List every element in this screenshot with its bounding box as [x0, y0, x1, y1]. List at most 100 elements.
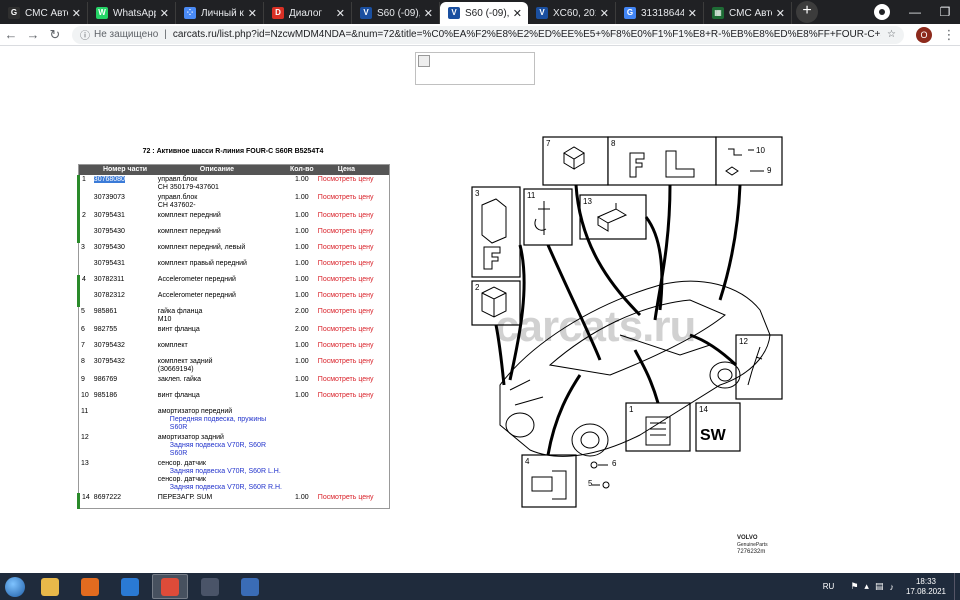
part-number[interactable]: 982755 [92, 325, 156, 341]
back-icon[interactable]: ← [4, 27, 18, 42]
part-number-text[interactable]: 982755 [93, 325, 118, 333]
arrow-up-icon[interactable]: ▴ [864, 581, 869, 591]
part-number-text[interactable]: 30795430 [93, 227, 125, 235]
network-icon[interactable]: ▤ [874, 581, 884, 591]
minimize-icon[interactable]: — [909, 5, 921, 19]
description-link[interactable]: S60R [169, 449, 188, 457]
tab-close-icon[interactable]: ✕ [335, 7, 345, 20]
url-text[interactable]: carcats.ru/list.php?id=NzcwMDM4NDA=&num=… [172, 29, 882, 40]
price-link[interactable]: Посмотреть цену [317, 211, 374, 219]
description-link[interactable]: S60R [169, 423, 188, 431]
part-number[interactable]: 30782311 [92, 275, 156, 291]
taskbar-app-media-player[interactable] [72, 574, 108, 599]
start-button[interactable] [0, 573, 30, 600]
part-number[interactable]: 30795432 [92, 341, 156, 357]
new-tab-button[interactable]: + [796, 1, 818, 23]
reload-icon[interactable]: ↻ [49, 26, 61, 42]
clock[interactable]: 18:33 17.08.2021 [906, 577, 946, 597]
taskbar-app-internet-explorer[interactable] [112, 574, 148, 599]
maximize-icon[interactable]: ❐ [939, 5, 951, 19]
bookmark-star-icon[interactable]: ☆ [887, 29, 896, 40]
price-link[interactable]: Посмотреть цену [317, 243, 374, 251]
tab-close-icon[interactable]: ✕ [599, 7, 609, 20]
part-number[interactable]: 30768080 [92, 175, 156, 193]
price-link[interactable]: Посмотреть цену [317, 275, 374, 283]
tab-close-icon[interactable]: ✕ [159, 7, 169, 20]
price-link[interactable]: Посмотреть цену [317, 357, 374, 365]
part-number[interactable]: 985861 [92, 307, 156, 325]
forward-icon[interactable]: → [26, 27, 40, 42]
price-link[interactable]: Посмотреть цену [317, 375, 374, 383]
price-link[interactable]: Посмотреть цену [317, 291, 374, 299]
tab-2[interactable]: ⁘Личный кабі✕ [176, 2, 264, 24]
part-number-text[interactable]: 30795432 [93, 357, 125, 365]
price-link[interactable]: Посмотреть цену [317, 341, 374, 349]
description-link[interactable]: Задняя подвеска V70R, S60R [169, 441, 267, 449]
part-number[interactable]: 986769 [92, 375, 156, 391]
taskbar-app-chrome[interactable] [152, 574, 188, 599]
part-number[interactable]: 30739073 [92, 193, 156, 211]
part-number[interactable] [92, 433, 156, 459]
price-link[interactable]: Посмотреть цену [317, 259, 374, 267]
tab-close-icon[interactable]: ✕ [687, 7, 697, 20]
part-number[interactable] [92, 407, 156, 433]
part-number[interactable] [92, 459, 156, 493]
taskbar-app-explorer[interactable] [32, 574, 68, 599]
price-link[interactable]: Посмотреть цену [317, 175, 374, 183]
part-number-text[interactable]: 30768080 [93, 175, 125, 183]
description-link[interactable]: Задняя подвеска V70R, S60R R.H. [169, 483, 282, 491]
taskbar-app-app-dark[interactable] [192, 574, 228, 599]
address-bar[interactable]: ⓘ Не защищено | carcats.ru/list.php?id=N… [72, 25, 904, 44]
part-number[interactable]: 30795430 [92, 227, 156, 243]
price-link[interactable]: Посмотреть цену [317, 193, 374, 201]
part-number-text[interactable]: 986769 [93, 375, 118, 383]
price-link[interactable]: Посмотреть цену [317, 227, 374, 235]
part-number-text[interactable]: 8697222 [93, 493, 122, 501]
info-icon[interactable]: ⓘ [80, 31, 90, 42]
part-number-text[interactable]: 30795431 [93, 259, 125, 267]
price-link[interactable] [316, 433, 390, 459]
part-number-text[interactable]: 30795430 [93, 243, 125, 251]
part-number[interactable]: 30795431 [92, 211, 156, 227]
tab-close-icon[interactable]: ✕ [247, 7, 257, 20]
tab-close-icon[interactable]: ✕ [512, 7, 522, 20]
part-number[interactable]: 985186 [92, 391, 156, 407]
description-link[interactable]: Передняя подвеска, пружины [169, 415, 267, 423]
part-number-text[interactable]: 30795431 [93, 211, 125, 219]
part-number-text[interactable]: 30782311 [93, 275, 125, 283]
price-link[interactable]: Посмотреть цену [317, 493, 374, 501]
part-number[interactable]: 30795431 [92, 259, 156, 275]
part-number-text[interactable]: 985186 [93, 391, 118, 399]
taskbar-app-app-scan[interactable] [232, 574, 268, 599]
show-desktop-button[interactable] [954, 573, 960, 600]
tab-close-icon[interactable]: ✕ [71, 7, 81, 20]
language-indicator[interactable]: RU [822, 582, 835, 591]
tab-8[interactable]: ▦СМС Авто | 8✕ [704, 2, 792, 24]
price-link[interactable]: Посмотреть цену [317, 325, 374, 333]
flag-icon[interactable]: ⚑ [850, 581, 859, 591]
menu-icon[interactable]: ⋮ [942, 26, 956, 42]
price-link[interactable]: Посмотреть цену [317, 307, 374, 315]
part-number-text[interactable]: 985861 [93, 307, 118, 315]
volume-icon[interactable]: ♪ [889, 581, 894, 592]
part-number[interactable]: 30795432 [92, 357, 156, 375]
description-link[interactable]: сенсор. датчик [157, 475, 206, 483]
tab-close-icon[interactable]: ✕ [423, 7, 433, 20]
part-number-text[interactable]: 30739073 [93, 193, 125, 201]
part-number[interactable]: 30782312 [92, 291, 156, 307]
part-number[interactable]: 8697222 [92, 493, 156, 509]
part-number-text[interactable]: 30795432 [93, 341, 125, 349]
part-number[interactable]: 30795430 [92, 243, 156, 259]
tab-close-icon[interactable]: ✕ [775, 7, 785, 20]
profile-avatar[interactable]: О [916, 26, 932, 43]
part-number-text[interactable]: 30782312 [93, 291, 125, 299]
price-link[interactable] [316, 459, 390, 493]
description-link[interactable]: Задняя подвеска V70R, S60R L.H. [169, 467, 281, 475]
